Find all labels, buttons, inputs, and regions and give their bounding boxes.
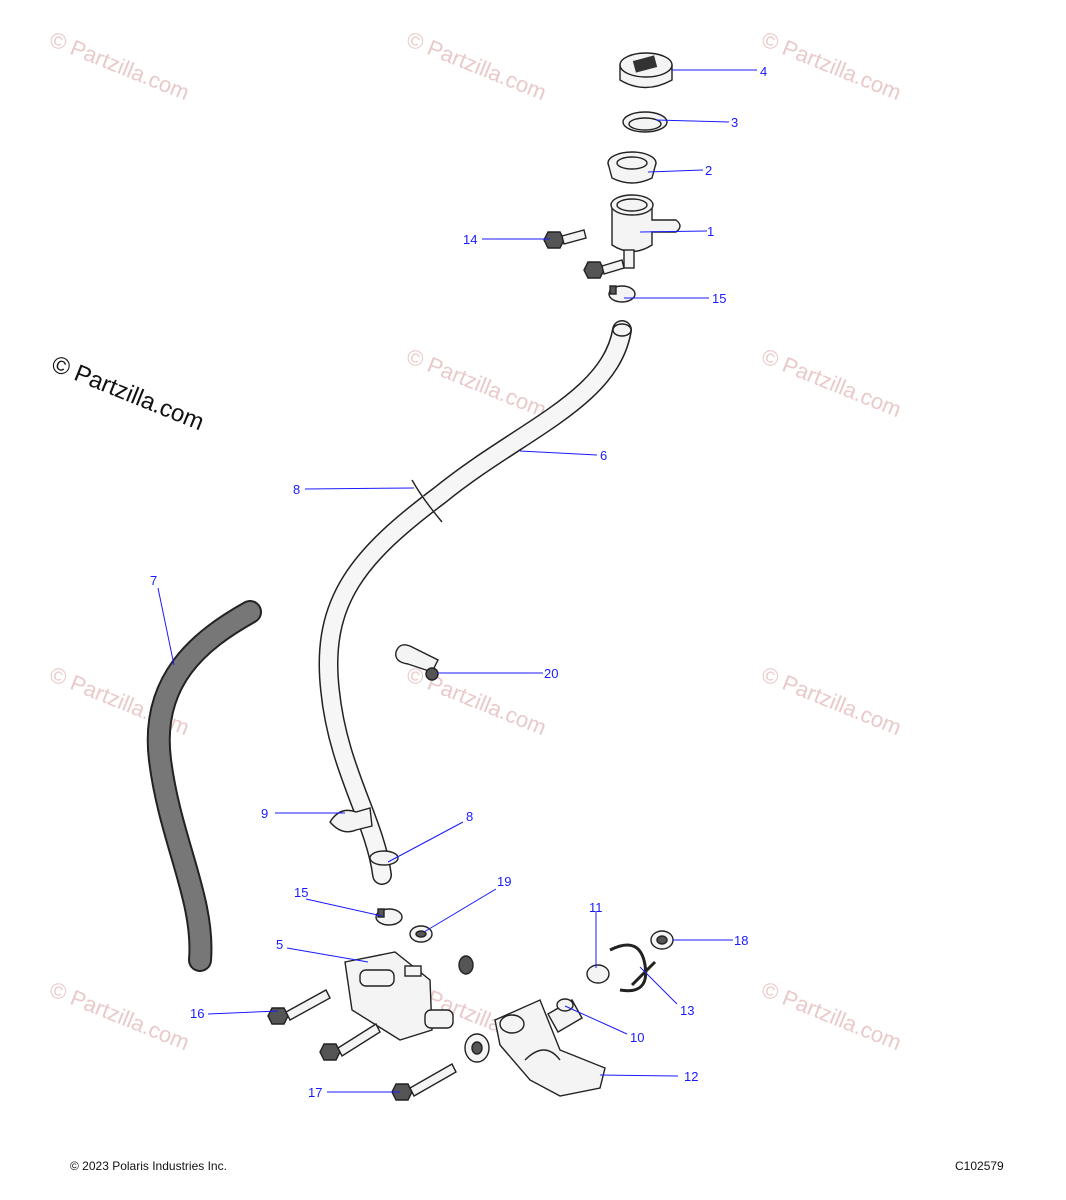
part-screw[interactable] [543,229,587,249]
callout-label: 1 [707,224,714,239]
watermark: © Partzilla.com [403,26,550,105]
callout-label: 9 [261,806,268,821]
callout-label: 17 [308,1085,322,1100]
callout-label: 19 [497,874,511,889]
part-bushing[interactable] [586,964,610,984]
part-washer[interactable] [464,1033,490,1063]
callout-label: 11 [589,900,603,915]
part-reservoir-plate[interactable] [607,151,657,184]
callout-label: 18 [734,933,748,948]
part-spring-clip[interactable] [609,943,657,993]
leader-lines [157,69,757,1093]
callout-label: 8 [466,809,473,824]
callout-label: 15 [294,885,308,900]
part-pin[interactable] [547,998,583,1033]
part-dark-hose[interactable] [146,600,262,972]
callout-label: 4 [760,64,767,79]
part-reservoir[interactable] [610,194,681,269]
part-hose-clamp-large[interactable] [329,807,373,833]
part-hose-clamp[interactable] [375,908,403,926]
callout-label: 7 [150,573,157,588]
part-bleeder[interactable] [395,644,439,681]
callout-label: 6 [600,448,607,463]
watermark: © Partzilla.com [46,26,193,105]
watermark-large: © Partzilla.com [48,351,208,437]
callout-label: 15 [712,291,726,306]
callout-labels: 1 2 3 4 5 6 7 8 8 9 10 11 12 13 14 15 15… [150,64,767,1100]
callout-label: 12 [684,1069,698,1084]
callout-label: 10 [630,1030,644,1045]
copyright-text: © 2023 Polaris Industries Inc. [70,1159,227,1173]
part-bolt[interactable] [391,1063,457,1101]
part-screw[interactable] [583,259,625,279]
watermark: © Partzilla.com [46,976,193,1055]
part-master-cylinder[interactable] [344,951,474,1041]
watermark: © Partzilla.com [758,343,905,422]
callout-label: 20 [544,666,558,681]
diagram-code: C102579 [955,1159,1004,1173]
callout-label: 14 [463,232,477,247]
callout-label: 13 [680,1003,694,1018]
callout-label: 2 [705,163,712,178]
callout-label: 16 [190,1006,204,1021]
watermark: © Partzilla.com [758,661,905,740]
part-bracket[interactable] [494,999,606,1097]
part-hose-clip[interactable] [411,479,443,523]
watermark: © Partzilla.com [758,976,905,1055]
part-diaphragm[interactable] [622,111,668,133]
part-bushing[interactable] [409,925,433,943]
callout-label: 3 [731,115,738,130]
part-bolt[interactable] [267,989,331,1025]
part-hose-clip[interactable] [369,850,399,866]
callout-label: 8 [293,482,300,497]
part-bolt[interactable] [319,1022,381,1061]
part-hose-clamp[interactable] [608,285,636,303]
watermark: © Partzilla.com [758,26,905,105]
callout-label: 5 [276,937,283,952]
watermark: © Partzilla.com [403,343,550,422]
part-bushing[interactable] [650,930,674,950]
part-brake-hose[interactable] [318,320,632,885]
part-reservoir-cap[interactable] [619,52,673,89]
